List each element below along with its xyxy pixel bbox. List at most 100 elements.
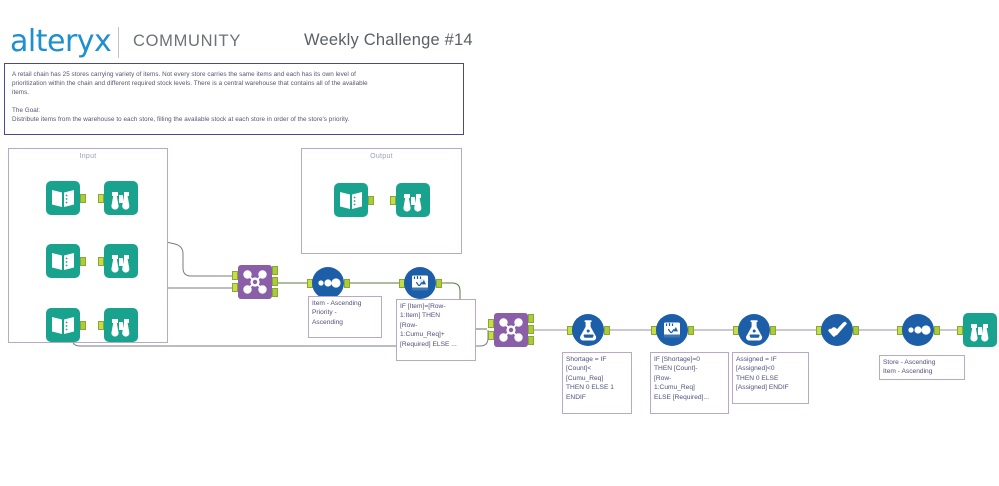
tool-multi-row-formula-2[interactable]	[651, 314, 694, 348]
tool-join-multiple-2[interactable]	[488, 313, 534, 347]
input-anchor[interactable]	[957, 326, 963, 335]
tool-sort-1[interactable]	[307, 267, 350, 301]
annotation-formula-2[interactable]: Assigned = IF [Assigned]<0 THEN 0 ELSE […	[732, 352, 809, 404]
output-anchor[interactable]	[344, 279, 350, 288]
annotation-multi-row-formula-2[interactable]: IF [Shortage]=0 THEN [Count]- [Row- 1:Cu…	[650, 352, 729, 414]
tool-input-data-2[interactable]	[46, 244, 86, 278]
tool-browse-2[interactable]	[98, 244, 138, 278]
output-anchor[interactable]	[272, 288, 278, 297]
checkmark-icon	[821, 314, 853, 346]
annotation-line: Priority -	[312, 309, 337, 317]
tool-select-1[interactable]	[816, 314, 859, 348]
annotation-line: [Row-	[654, 374, 672, 382]
goal-label: The Goal:	[12, 106, 41, 114]
annotation-line: THEN 0 ELSE	[736, 374, 779, 382]
community-label: COMMUNITY	[133, 32, 242, 50]
header-divider	[118, 27, 119, 58]
output-anchor[interactable]	[368, 196, 374, 205]
input-anchor[interactable]	[232, 271, 238, 280]
annotation-line: [Cumu_Req]	[566, 374, 604, 382]
annotation-line: Assigned = IF	[736, 356, 777, 363]
output-anchor[interactable]	[688, 326, 694, 335]
annotation-sort-2[interactable]: Store - Ascending Item - Ascending	[879, 355, 965, 380]
annotation-line: [Required] ELSE ...	[400, 340, 457, 348]
output-anchor[interactable]	[528, 314, 534, 323]
tool-formula-1[interactable]	[567, 314, 610, 348]
annotation-line: IF [Item]=[Row-	[400, 303, 446, 310]
sort-icon	[902, 314, 934, 346]
output-anchor[interactable]	[272, 266, 278, 275]
challenge-description-panel: A retail chain has 25 stores carrying va…	[4, 63, 464, 135]
annotation-line: ELSE [Required]...	[654, 393, 709, 401]
annotation-line: ENDIF	[566, 393, 586, 401]
tool-multi-row-formula-1[interactable]	[399, 267, 442, 301]
output-anchor[interactable]	[934, 326, 940, 335]
alteryx-logo: alteryx	[10, 24, 112, 59]
input-anchor[interactable]	[98, 321, 104, 330]
input-anchor[interactable]	[390, 196, 396, 205]
binoculars-icon	[963, 313, 997, 347]
tool-browse-3[interactable]	[98, 308, 138, 342]
binoculars-icon	[396, 183, 430, 217]
output-anchor[interactable]	[436, 279, 442, 288]
tool-output-input-data[interactable]	[334, 183, 374, 217]
output-anchor[interactable]	[80, 257, 86, 266]
output-anchor[interactable]	[80, 194, 86, 203]
page-title: Weekly Challenge #14	[304, 31, 473, 49]
input-anchor[interactable]	[488, 319, 494, 328]
binoculars-icon	[104, 181, 138, 215]
annotation-line: Ascending	[312, 318, 343, 326]
description-line: items.	[12, 89, 30, 97]
annotation-multi-row-formula-1[interactable]: IF [Item]=[Row- 1:Item] THEN [Row- 1:Cum…	[396, 299, 476, 361]
annotation-sort-1[interactable]: Item - Ascending Priority - Ascending	[308, 296, 382, 338]
output-anchor[interactable]	[528, 336, 534, 345]
tool-formula-2[interactable]	[733, 314, 776, 348]
multi-row-formula-icon	[656, 314, 688, 346]
output-container[interactable]: Output	[301, 148, 462, 254]
tool-input-data-3[interactable]	[46, 308, 86, 342]
input-container[interactable]: Input	[8, 148, 168, 343]
tool-browse-1[interactable]	[98, 181, 138, 215]
book-icon	[46, 308, 80, 342]
annotation-line: [Count]<	[566, 365, 592, 373]
annotation-line: THEN 0 ELSE 1	[566, 384, 614, 392]
output-container-title: Output	[370, 153, 393, 160]
input-anchor[interactable]	[98, 194, 104, 203]
input-anchor[interactable]	[488, 331, 494, 340]
flask-icon	[738, 314, 770, 346]
binoculars-icon	[104, 244, 138, 278]
annotation-line: THEN [Count]-	[654, 365, 698, 373]
book-icon	[46, 244, 80, 278]
input-container-title: Input	[79, 153, 97, 160]
output-anchor[interactable]	[80, 321, 86, 330]
annotation-line: [Assigned] ENDIF	[736, 384, 789, 392]
book-icon	[46, 181, 80, 215]
output-anchor[interactable]	[853, 326, 859, 335]
tool-browse-4[interactable]	[957, 313, 997, 347]
output-anchor[interactable]	[604, 326, 610, 335]
goal-line: Distribute items from the warehouse to e…	[12, 115, 350, 123]
book-icon	[334, 183, 368, 217]
join-multiple-icon	[494, 313, 528, 347]
sort-icon	[312, 267, 344, 299]
annotation-formula-1[interactable]: Shortage = IF [Count]< [Cumu_Req] THEN 0…	[562, 352, 632, 414]
annotation-line: 1:Item] THEN	[400, 312, 441, 320]
tool-sort-2[interactable]	[897, 314, 940, 348]
binoculars-icon	[104, 308, 138, 342]
tool-join-multiple-1[interactable]	[232, 265, 278, 299]
description-spacer	[12, 98, 456, 106]
output-anchor[interactable]	[528, 325, 534, 334]
annotation-line: [Assigned]<0	[736, 365, 775, 373]
annotation-line: Item - Ascending	[312, 300, 362, 307]
output-anchor[interactable]	[272, 277, 278, 286]
annotation-line: IF [Shortage]=0	[654, 356, 700, 363]
output-anchor[interactable]	[770, 326, 776, 335]
tool-input-data-1[interactable]	[46, 181, 86, 215]
input-anchor[interactable]	[98, 257, 104, 266]
input-anchor[interactable]	[232, 283, 238, 292]
annotation-line: Store - Ascending	[883, 359, 936, 366]
tool-output-browse[interactable]	[390, 183, 430, 217]
annotation-line: 1:Cumu_Req]+	[400, 331, 445, 339]
description-line: A retail chain has 25 stores carrying va…	[12, 71, 356, 78]
